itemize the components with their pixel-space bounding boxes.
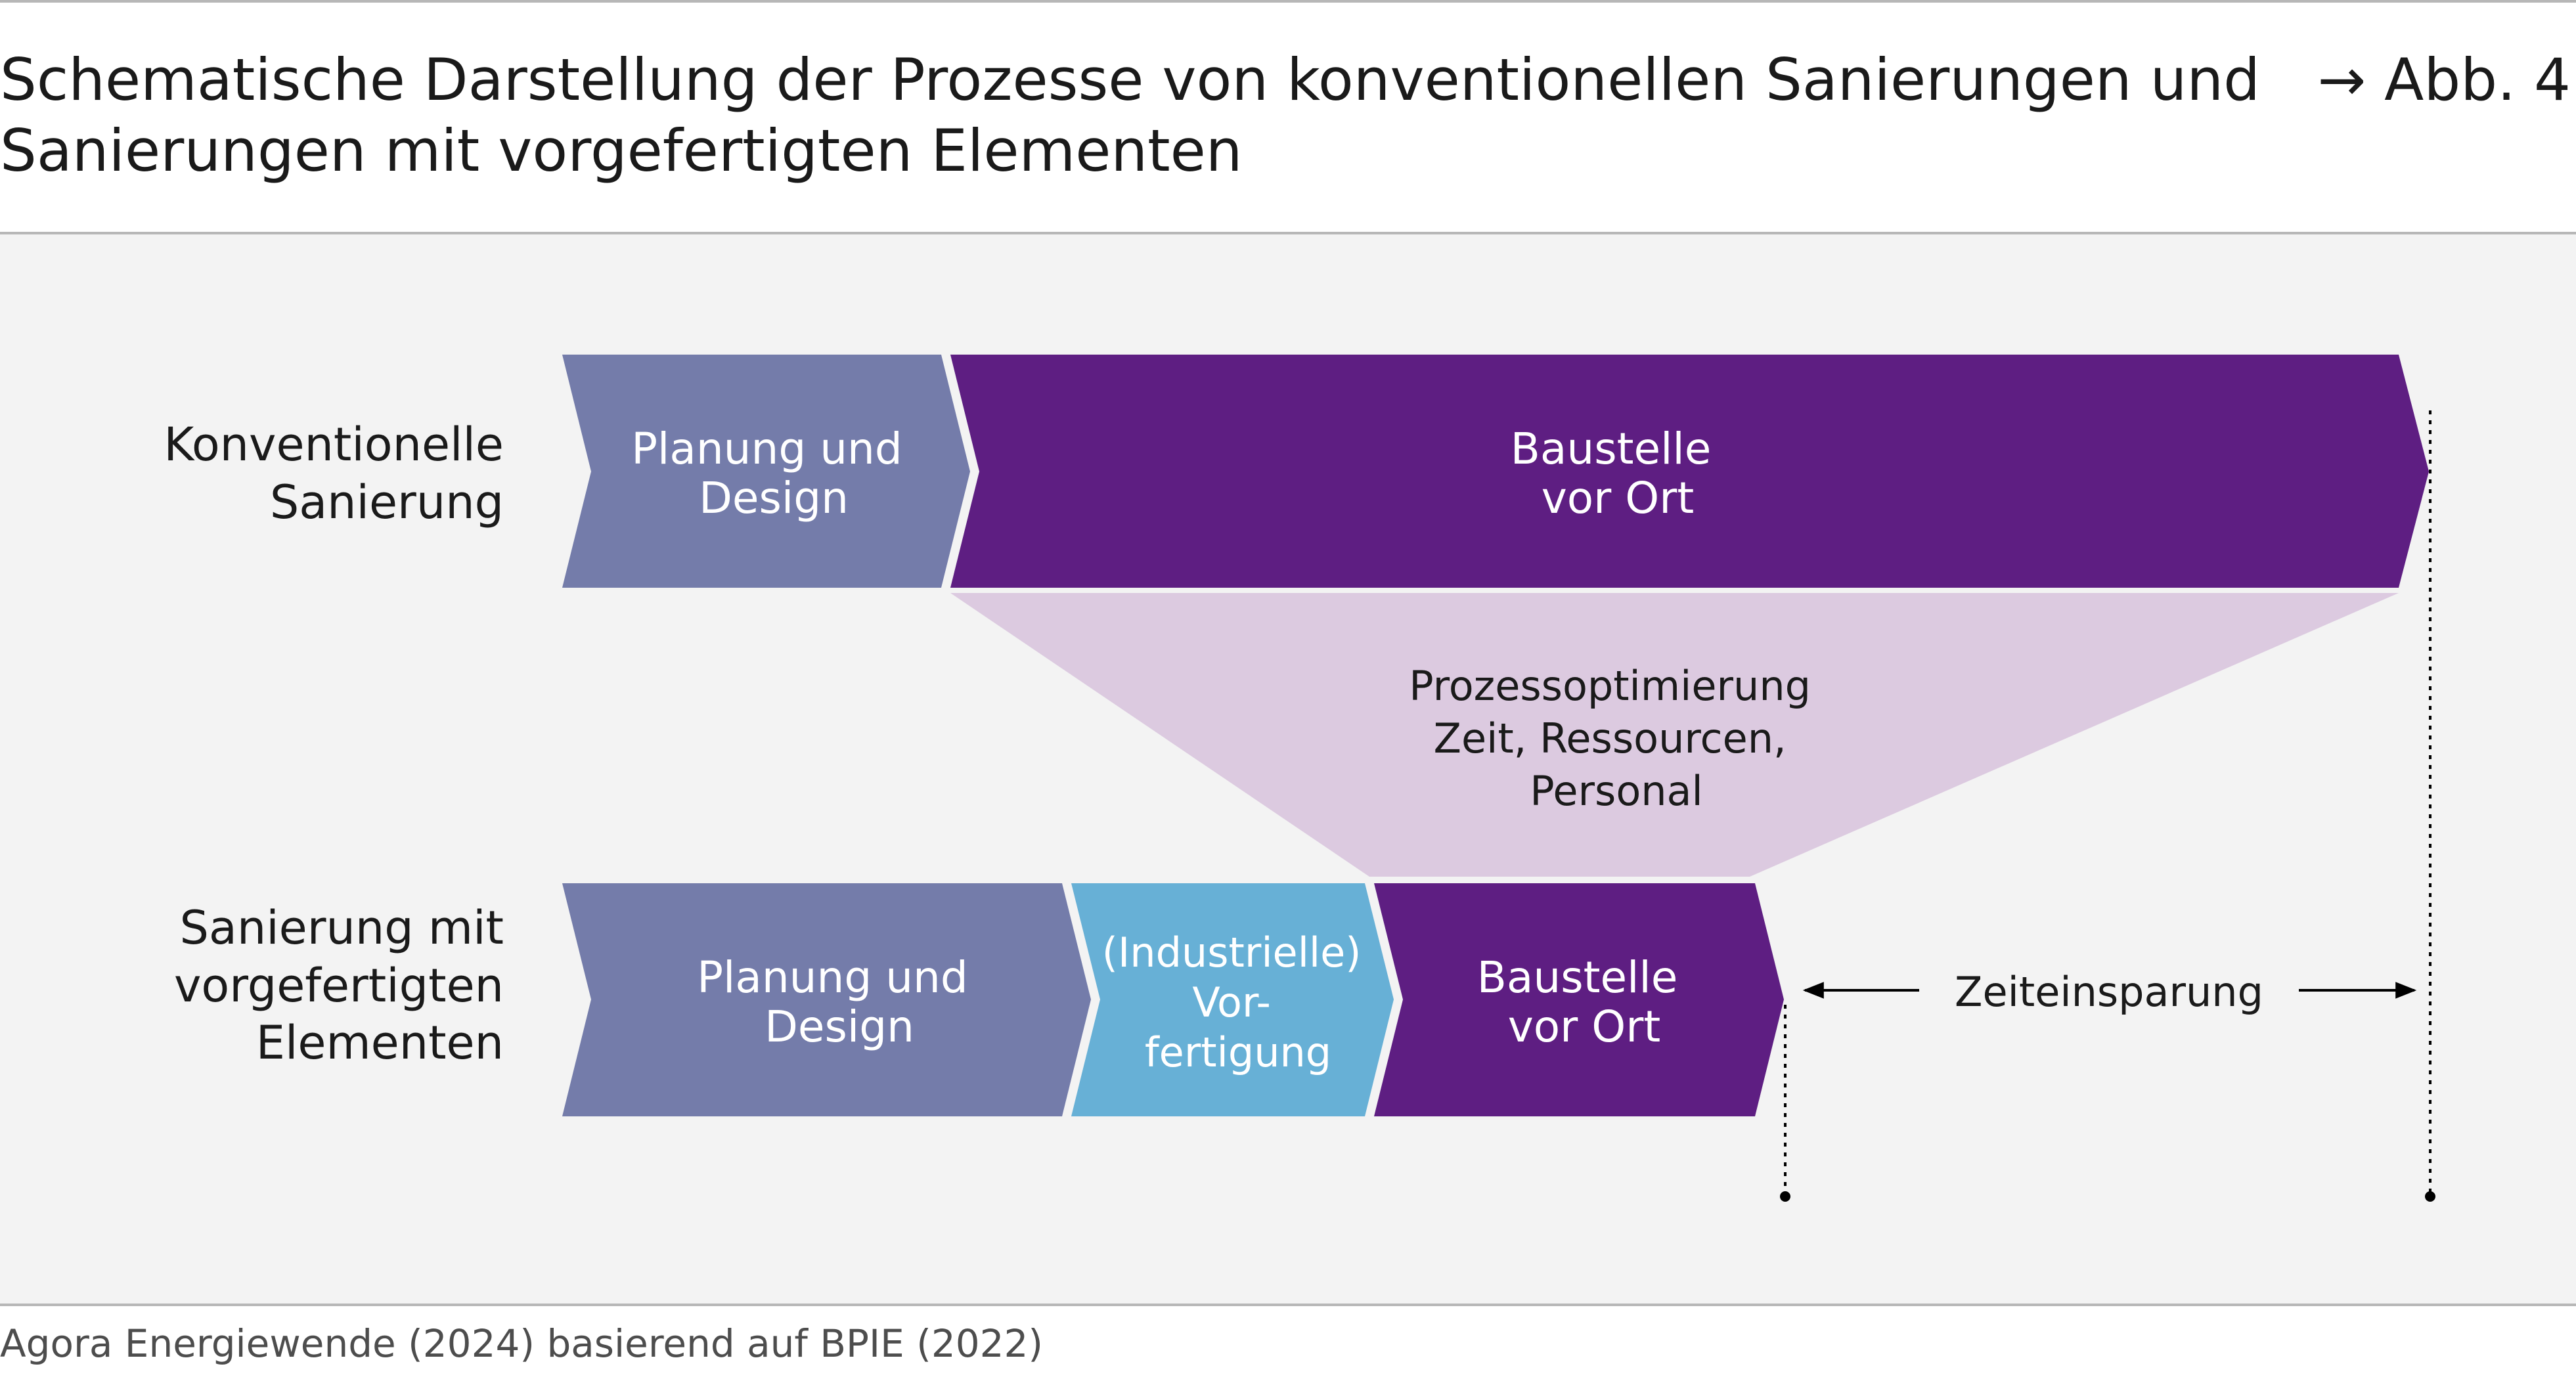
top-rule	[0, 0, 2576, 3]
row-label-prefab: Sanierung mit vorgefertigten Elementen	[174, 900, 504, 1072]
optimization-text-line1: Prozessoptimierung	[1409, 662, 1811, 710]
prefab-manufacturing-line2: Vor-	[1192, 978, 1270, 1026]
row-label-conventional-line1: Konventionelle	[164, 418, 504, 471]
svg-text:Planung und Design: Planung und Design	[697, 952, 981, 1052]
title-line-1: Schematische Darstellung der Prozesse vo…	[0, 46, 2261, 114]
prefab-site-line2: vor Ort	[1508, 1001, 1661, 1052]
prefab-manufacturing-chevron	[1071, 883, 1394, 1116]
conv-site-line1: Baustelle	[1511, 424, 1712, 474]
conv-planning-line1: Planung und	[631, 424, 902, 474]
conv-planning-chevron	[562, 355, 970, 588]
footer-rule	[0, 1304, 2576, 1306]
prefab-site-chevron	[1374, 883, 1784, 1116]
svg-text:Baustelle vor Ort: Baustelle vor Ort	[1477, 952, 1692, 1052]
title-line-2: Sanierungen mit vorgefertigten Elementen	[0, 117, 1243, 185]
optimization-text-line3: Personal	[1530, 767, 1703, 815]
svg-text:(Industrielle) Vor- fe: (Industrielle) Vor- fertigung	[1102, 929, 1374, 1076]
conv-planning-line2: Design	[699, 473, 849, 523]
row-label-conventional: Konventionelle Sanierung	[164, 416, 504, 531]
row-label-prefab-line1: Sanierung mit	[179, 901, 504, 955]
conv-site-line2: vor Ort	[1542, 473, 1695, 523]
savings-label: Zeiteinsparung	[1955, 968, 2263, 1016]
optimization-funnel	[950, 593, 2399, 877]
svg-text:Planung und Design: Planung und Design	[631, 424, 916, 523]
prefab-planning-chevron	[562, 883, 1091, 1116]
svg-text:Baustelle vor Ort: Baustelle vor Ort	[1511, 424, 1725, 523]
row-label-conventional-line2: Sanierung	[269, 475, 504, 529]
svg-text:Prozessoptimierung Zeit, R: Prozessoptimierung Zeit, Ressourcen, Per…	[1409, 662, 1823, 815]
prefab-manufacturing-line1: (Industrielle)	[1102, 929, 1362, 976]
figure-reference: → Abb. 4	[2317, 46, 2571, 114]
optimization-text-line2: Zeit, Ressourcen,	[1434, 714, 1787, 762]
end-dot-prefab	[1780, 1191, 1790, 1202]
prefab-site-line1: Baustelle	[1477, 952, 1678, 1003]
prefab-planning-line2: Design	[765, 1001, 914, 1052]
row-label-prefab-line3: Elementen	[255, 1016, 504, 1070]
row-label-prefab-line2: vorgefertigten	[174, 958, 504, 1013]
header-rule	[0, 232, 2576, 234]
prefab-planning-line1: Planung und	[697, 952, 968, 1003]
end-dot-conventional	[2425, 1191, 2435, 1202]
conv-site-chevron	[950, 355, 2429, 588]
prefab-manufacturing-line3: fertigung	[1145, 1028, 1331, 1076]
source-note: Agora Energiewende (2024) basierend auf …	[0, 1321, 1044, 1366]
